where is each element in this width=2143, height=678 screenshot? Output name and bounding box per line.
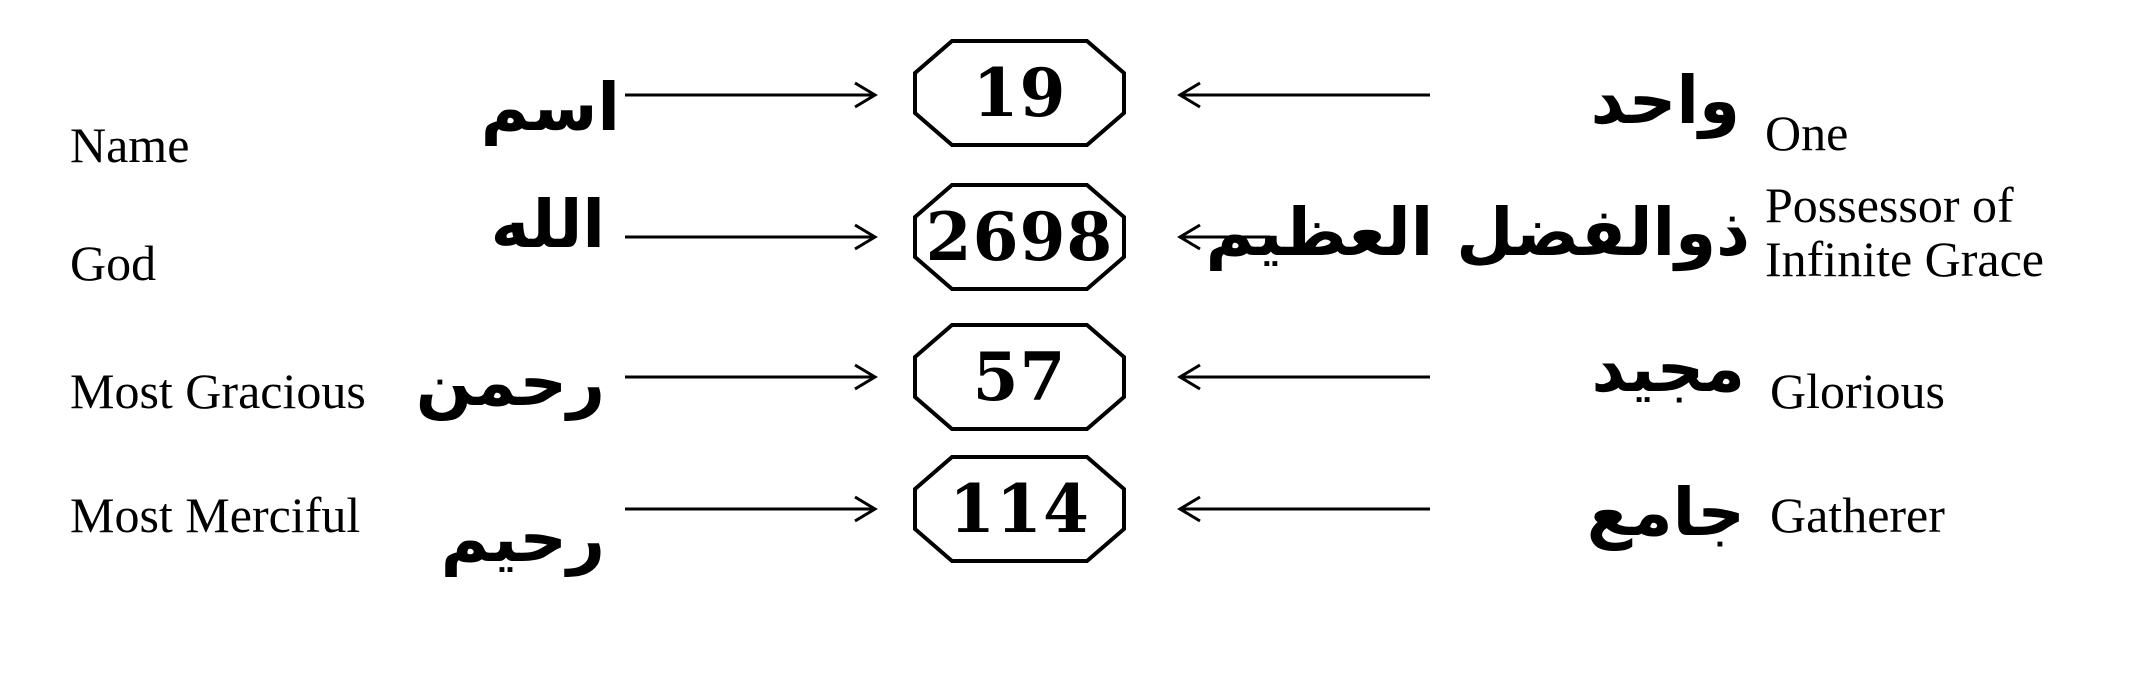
right-english-label: Gatherer [1770,490,1945,540]
right-english-label-line: Gatherer [1770,487,1945,543]
right-english-label-line: Possessor of [1765,177,2014,233]
right-arrow-icon [625,81,878,109]
left-arabic-label: اسم [480,69,620,146]
right-english-label: One [1765,108,1848,158]
value-box: 114 [912,454,1127,564]
left-arabic-label: الله [490,186,605,263]
left-english-label: God [70,235,157,291]
value-number: 19 [972,54,1067,132]
right-english-label: Possessor of Infinite Grace [1765,178,2044,286]
right-english-label-line: Infinite Grace [1765,231,2045,287]
value-number: 114 [949,470,1090,548]
value-number: 2698 [925,198,1114,276]
value-box: 57 [912,322,1127,432]
left-english-label: Most Merciful [70,487,361,543]
diagram-row: Most Gracious رحمن 57 مجيد Glorious [0,308,2143,458]
right-arabic-label: واحد [1590,62,1740,139]
left-arrow-icon [1177,81,1430,109]
value-box: 19 [912,38,1127,148]
right-english-label-line: One [1765,105,1849,161]
value-number: 57 [972,338,1067,416]
diagram-row: God الله 2698 ذوالفضل العظيم Possessor o… [0,170,2143,320]
right-arrow-icon [625,363,878,391]
right-arabic-label: ذوالفضل العظيم [1205,194,1750,271]
right-arrow-icon [625,495,878,523]
diagram-row: Name اسم 19 واحد One [0,20,2143,170]
diagram-row: Most Merciful رحيم 114 جامع Gatherer [0,455,2143,608]
value-box: 2698 [912,182,1127,292]
left-arrow-icon [1177,363,1430,391]
left-arrow-icon [1177,495,1430,523]
left-english-label: Name [70,117,190,173]
left-arrow-icon [1177,223,1270,251]
right-english-label: Glorious [1770,366,1945,416]
right-arabic-label: جامع [1586,474,1745,551]
right-english-label-line: Glorious [1770,363,1945,419]
left-english-label: Most Gracious [70,363,366,419]
left-arabic-label: رحيم [440,500,605,577]
left-arabic-label: رحمن [415,344,605,421]
right-arrow-icon [625,223,878,251]
right-arabic-label: مجيد [1591,330,1746,407]
